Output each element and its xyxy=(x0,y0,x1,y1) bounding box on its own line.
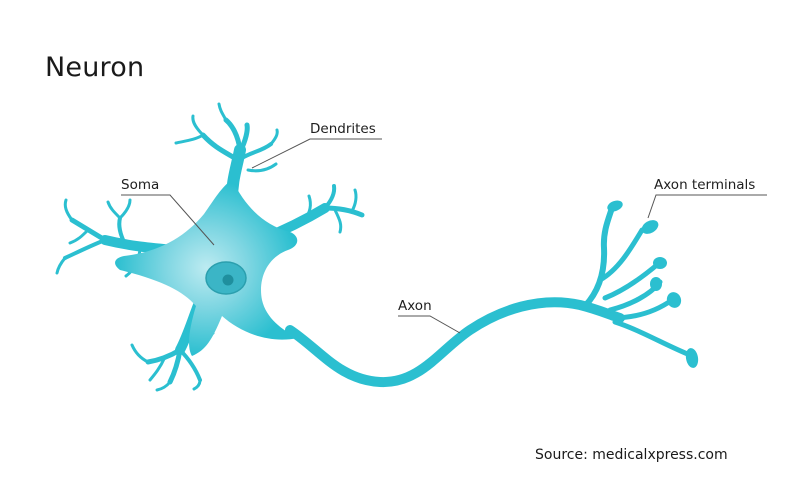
label-dendrites: Dendrites xyxy=(310,121,376,137)
label-soma: Soma xyxy=(121,177,160,193)
diagram-title: Neuron xyxy=(45,52,145,83)
leader-lines xyxy=(121,138,767,334)
label-axon-terminals: Axon terminals xyxy=(654,177,756,193)
source-credit: Source: medicalxpress.com xyxy=(535,447,728,463)
terminal-buttons xyxy=(607,200,699,368)
label-axon: Axon xyxy=(398,298,432,314)
axon-terminals xyxy=(582,205,693,358)
nucleolus xyxy=(222,274,234,286)
soma-body xyxy=(115,180,298,356)
axon xyxy=(285,297,625,388)
